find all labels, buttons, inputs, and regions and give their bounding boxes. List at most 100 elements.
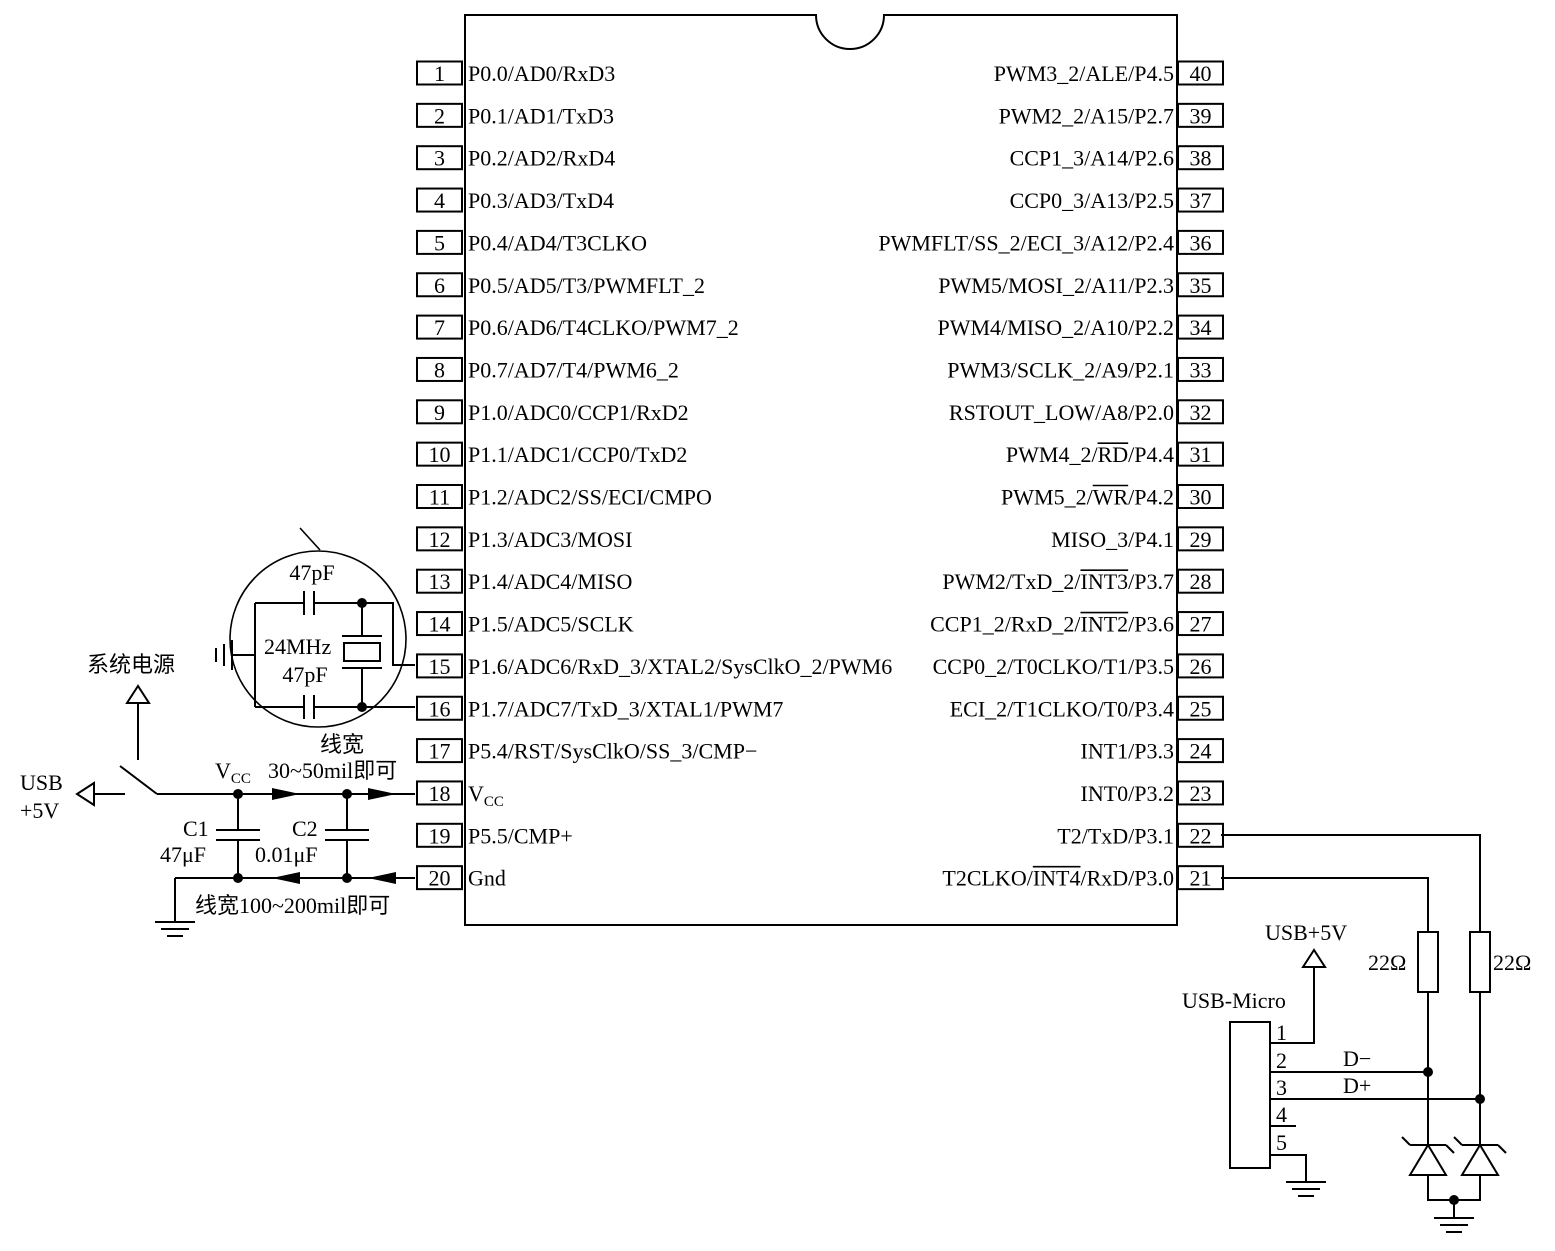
- pin-label: P1.2/ADC2/SS/ECI/CMPO: [468, 485, 712, 510]
- pin-box: [1177, 738, 1224, 764]
- pin-box: [1177, 229, 1224, 255]
- pin-label: PWM5_2/WR/P4.2: [1001, 485, 1174, 510]
- pin-box: [416, 314, 463, 340]
- pin-label: PWM2/TxD_2/INT3/P3.7: [942, 569, 1174, 594]
- gnd-linewidth-label: 线宽100~200mil即可: [195, 893, 390, 918]
- pin-number: 20: [429, 866, 451, 891]
- crystal-body: [343, 642, 381, 662]
- junction-dot: [357, 598, 367, 608]
- c1-value: 47μF: [160, 842, 206, 867]
- pin-label: P1.5/ADC5/SCLK: [468, 612, 634, 637]
- pin-number: 34: [1190, 315, 1212, 340]
- pin-number: 40: [1190, 61, 1212, 86]
- pin-box: [1177, 399, 1224, 425]
- usb-d-plus-label: D+: [1343, 1073, 1371, 1098]
- right-pin-column: 40PWM3_2/ALE/P4.539PWM2_2/A15/P2.738CCP1…: [878, 60, 1224, 891]
- pin-box: [1177, 272, 1224, 298]
- pin-number: 24: [1190, 739, 1212, 764]
- pin-box: [416, 60, 463, 86]
- usb-5v-label-line2: +5V: [20, 798, 59, 823]
- pin-label: RSTOUT_LOW/A8/P2.0: [949, 400, 1174, 425]
- pin-label: PWM4_2/RD/P4.4: [1006, 442, 1174, 467]
- pin-label: P0.7/AD7/T4/PWM6_2: [468, 357, 679, 382]
- junction-dot: [342, 873, 352, 883]
- pin-number: 18: [429, 781, 451, 806]
- pin-label: Gnd: [468, 866, 506, 891]
- pin-label: P0.5/AD5/T3/PWMFLT_2: [468, 273, 705, 298]
- pin-label: INT0/P3.2: [1081, 781, 1175, 806]
- pin-number: 5: [434, 230, 445, 255]
- pin-label: PWM4/MISO_2/A10/P2.2: [937, 315, 1174, 340]
- pin-box: [1177, 526, 1224, 552]
- pin-number: 3: [434, 146, 445, 171]
- pin-box: [416, 102, 463, 128]
- pin-number: 28: [1190, 569, 1212, 594]
- pin21-wire: [1221, 877, 1429, 932]
- usb-micro-connector: [1229, 1021, 1271, 1169]
- pin-number: 7: [434, 315, 445, 340]
- pin-label: PWMFLT/SS_2/ECI_3/A12/P2.4: [878, 230, 1174, 255]
- pin-box: [1177, 187, 1224, 213]
- chip-body: [464, 14, 1178, 926]
- system-power-arrow-icon: [125, 684, 151, 704]
- ground-icon: [155, 921, 195, 937]
- pin-23: 23 INT0/P3.2: [1081, 780, 1224, 806]
- crystal-highlight-circle: [229, 550, 407, 728]
- pin-box: [416, 653, 463, 679]
- pin-box: [416, 399, 463, 425]
- pin-label: PWM3_2/ALE/P4.5: [994, 61, 1174, 86]
- pin-box: [1177, 611, 1224, 637]
- pin22-wire: [1221, 834, 1481, 932]
- power-circuit: 系统电源 USB +5V VCC 线宽 30~50mil即可 C1 47μF C…: [20, 652, 415, 937]
- usb-vbus-label: USB+5V: [1265, 920, 1347, 945]
- pin-box: [416, 272, 463, 298]
- crystal-circle-pointer: [299, 527, 321, 551]
- pin-number: 25: [1190, 696, 1212, 721]
- ground-icon: [1434, 1217, 1474, 1233]
- pin-number: 36: [1190, 230, 1212, 255]
- pin-number: 33: [1190, 357, 1212, 382]
- xtal2-wire: [362, 602, 415, 666]
- usb-pin-4: 4: [1276, 1102, 1287, 1127]
- pin-box: [416, 187, 463, 213]
- pin-label: P0.2/AD2/RxD4: [468, 146, 615, 171]
- resistor-d-minus-label: 22Ω: [1368, 950, 1406, 975]
- crystal-cap-bottom-label: 47pF: [282, 662, 327, 687]
- junction-dot: [233, 873, 243, 883]
- crystal-cap-top-label: 47pF: [289, 560, 334, 585]
- pin-label: P1.1/ADC1/CCP0/TxD2: [468, 442, 687, 467]
- pin-box: [1177, 102, 1224, 128]
- pin-number: 39: [1190, 103, 1212, 128]
- pin-box: [416, 822, 463, 848]
- pin-box: [416, 865, 463, 891]
- pin-box: [1177, 653, 1224, 679]
- pin-label: CCP1_3/A14/P2.6: [1010, 146, 1174, 171]
- pin-box: [416, 780, 463, 806]
- vcc-flow-arrow-icon: [272, 788, 300, 800]
- system-power-label: 系统电源: [87, 652, 175, 677]
- pin-number: 23: [1190, 781, 1212, 806]
- pin-box: [1177, 356, 1224, 382]
- usb-circuit: USB+5V USB-Micro 1 2 3 4 5 D− D+ 22Ω 22Ω: [1182, 834, 1531, 1233]
- pin-label: T2CLKO/INT4/RxD/P3.0: [942, 866, 1174, 891]
- usb-pin-1: 1: [1276, 1020, 1287, 1045]
- pin-label: PWM3/SCLK_2/A9/P2.1: [947, 357, 1174, 382]
- resistor-d-minus: [1417, 931, 1439, 993]
- pin-label: CCP0_3/A13/P2.5: [1010, 188, 1174, 213]
- crystal-ground-icon: [215, 640, 233, 670]
- pin-box: [1177, 780, 1224, 806]
- pin-number: 19: [429, 823, 451, 848]
- pin-number: 15: [429, 654, 451, 679]
